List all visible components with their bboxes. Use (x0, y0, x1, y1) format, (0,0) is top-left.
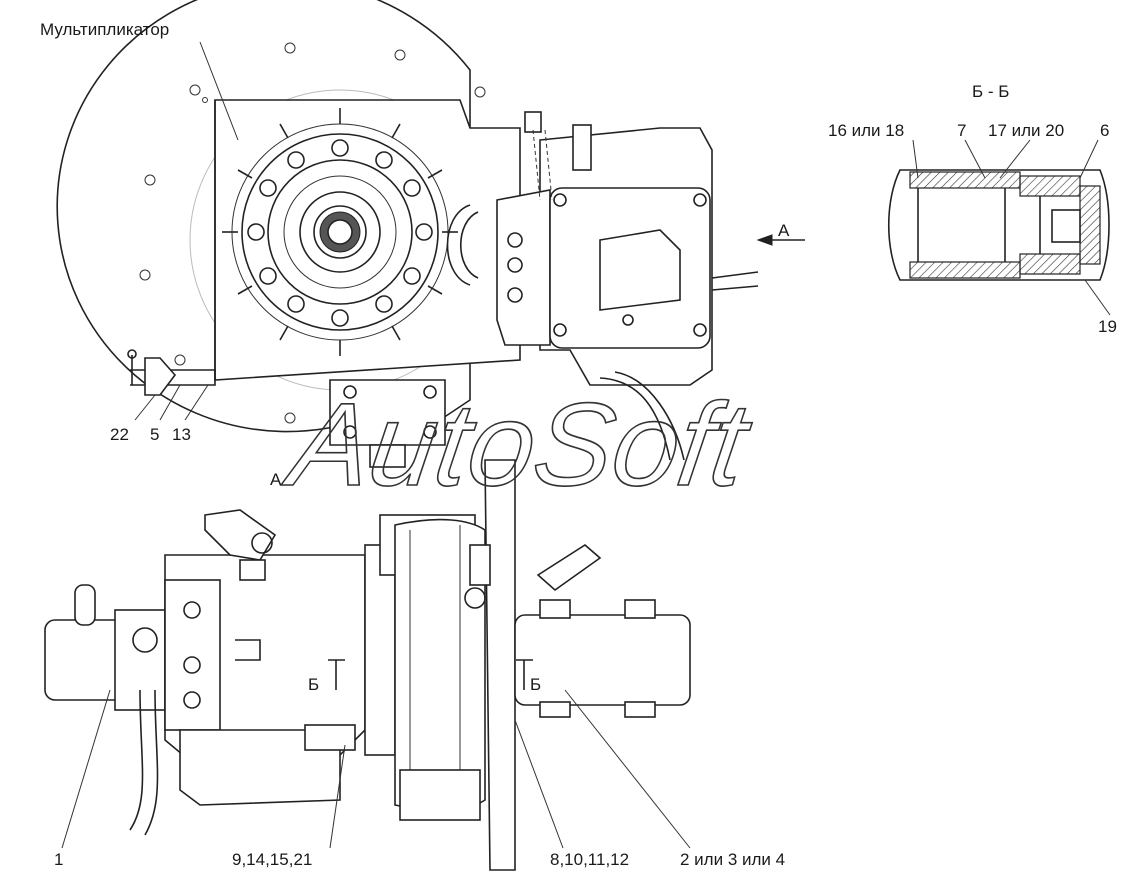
mounting-flange (484, 459, 516, 871)
label-sec-16-18: 16 или 18 (828, 121, 904, 140)
label-sec-6: 6 (1100, 121, 1109, 140)
label-top-13: 13 (172, 425, 191, 444)
label-sec-19: 19 (1098, 317, 1117, 336)
section-wall-bottom-left (909, 261, 1021, 279)
drain-cock (144, 357, 177, 396)
pump-valve-block (496, 189, 551, 346)
label-bot-1: 1 (54, 850, 63, 869)
bottom-bracket (329, 379, 446, 446)
label-sec-7: 7 (957, 121, 966, 140)
pump-bolts (507, 193, 707, 337)
flange-bolt-holes (139, 42, 486, 424)
mounting-plate (214, 99, 521, 381)
top-view-assembly (56, 0, 805, 468)
label-view-a-title: A (270, 470, 282, 489)
top-fitting (572, 124, 592, 171)
gear-bolt-holes (247, 139, 433, 327)
shaft-housing (514, 614, 691, 706)
labels: Мультипликатор A A Б - Б 16 или 18 7 17 … (40, 20, 1117, 869)
label-multiplier: Мультипликатор (40, 20, 169, 39)
end-cap (44, 619, 126, 701)
label-view-a-arrow: A (778, 221, 790, 240)
gear-spokes (222, 108, 458, 356)
lifting-loop (446, 204, 471, 286)
label-top-22: 22 (110, 425, 129, 444)
watermark: AutoSoft (277, 380, 759, 511)
pump-cover (549, 187, 711, 349)
drain-tube (130, 369, 216, 386)
label-top-5: 5 (150, 425, 159, 444)
hose-lower (129, 689, 159, 836)
label-bot-2-3-4: 2 или 3 или 4 (680, 850, 785, 869)
label-cut-b-left: Б (308, 675, 319, 694)
label-section-title: Б - Б (972, 82, 1009, 101)
label-cut-b-right: Б (530, 675, 541, 694)
section-b-b (888, 139, 1111, 316)
gear-wheel (231, 123, 449, 341)
side-pipe (711, 271, 759, 291)
label-bot-9-14-15-21: 9,14,15,21 (232, 850, 312, 869)
label-bot-8-10-11-12: 8,10,11,12 (550, 850, 629, 869)
bottom-hose (599, 371, 685, 461)
bottom-leaders (61, 689, 691, 849)
view-a-assembly (44, 459, 691, 871)
section-wall-top-left (909, 171, 1021, 189)
label-sec-17-20: 17 или 20 (988, 121, 1064, 140)
top-leaders (134, 41, 239, 421)
